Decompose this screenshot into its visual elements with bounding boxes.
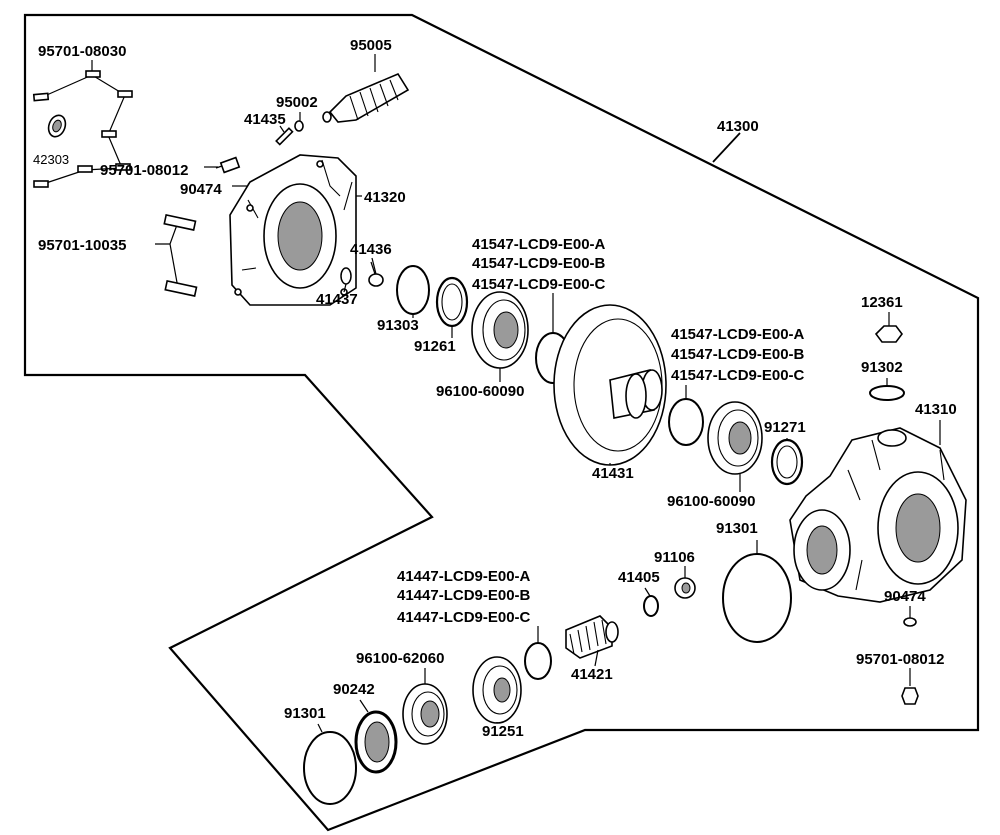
label-96100-60090-lower: 96100-60090 <box>667 493 755 510</box>
clip-95002 <box>294 120 304 132</box>
pin-41435 <box>275 127 294 146</box>
label-91271: 91271 <box>764 419 806 436</box>
label-91301-right: 91301 <box>716 520 758 537</box>
label-91301-left: 91301 <box>284 705 326 722</box>
label-90474-lower: 90474 <box>884 588 926 605</box>
shim-41547-lower <box>668 398 704 446</box>
oil-seal-42303 <box>47 114 67 138</box>
assembly-boundary <box>23 13 980 832</box>
label-91303: 91303 <box>377 317 419 334</box>
label-12361: 12361 <box>861 294 903 311</box>
o-ring-91303 <box>396 265 430 315</box>
o-ring-91301-right <box>722 553 792 643</box>
label-91302: 91302 <box>861 359 903 376</box>
leader-41300 <box>712 132 741 163</box>
label-96100-60090-upper: 96100-60090 <box>436 383 524 400</box>
seal-91261 <box>435 276 469 328</box>
label-91251: 91251 <box>482 723 524 740</box>
seal-91251 <box>472 656 522 724</box>
label-41405: 41405 <box>618 569 660 586</box>
label-90242: 90242 <box>333 681 375 698</box>
label-41435: 41435 <box>244 111 286 128</box>
label-91261: 91261 <box>414 338 456 355</box>
label-41300: 41300 <box>717 118 759 135</box>
o-ring-91302 <box>869 385 905 401</box>
drive-pinion-41421 <box>565 615 619 659</box>
label-41547-lower-B: 41547-LCD9-E00-B <box>671 346 805 363</box>
boot-95005 <box>322 72 410 123</box>
label-41436: 41436 <box>350 241 392 258</box>
label-95701-08012-upper: 95701-08012 <box>100 162 188 179</box>
leader-lines <box>204 54 941 733</box>
label-41547-upper-A: 41547-LCD9-E00-A <box>472 236 606 253</box>
label-41447-A: 41447-LCD9-E00-A <box>397 568 531 585</box>
label-96100-62060: 96100-62060 <box>356 650 444 667</box>
bolt-95701-08012-lower <box>901 668 919 705</box>
seal-91271 <box>770 438 804 486</box>
cap-12361 <box>874 312 903 343</box>
bearing-91106 <box>674 577 696 599</box>
label-95701-08030: 95701-08030 <box>38 43 126 60</box>
housing-cover-41320 <box>229 154 357 306</box>
label-41320: 41320 <box>364 189 406 206</box>
bolt-group-95701-08030 <box>32 60 133 188</box>
part-labels: 95701-08030 42303 95701-08012 90474 9570… <box>33 37 957 740</box>
label-41547-upper-C: 41547-LCD9-E00-C <box>472 276 606 293</box>
bolts-95701-10035 <box>155 214 198 297</box>
label-90474-upper: 90474 <box>180 181 222 198</box>
bolt-95701-08012-upper <box>215 156 241 174</box>
label-95005: 95005 <box>350 37 392 54</box>
o-ring-91301-left <box>303 731 357 805</box>
label-41547-upper-B: 41547-LCD9-E00-B <box>472 255 606 272</box>
label-91106: 91106 <box>654 549 695 566</box>
bearing-96100-60090-lower <box>707 401 763 475</box>
snap-ring-41405 <box>643 595 659 617</box>
label-41431: 41431 <box>592 465 634 482</box>
shim-41447 <box>524 642 552 680</box>
label-41310: 41310 <box>915 401 957 418</box>
label-95002: 95002 <box>276 94 318 111</box>
label-95701-08012-lower: 95701-08012 <box>856 651 944 668</box>
differential-housing-41310 <box>789 427 967 603</box>
label-41421: 41421 <box>571 666 613 683</box>
bearing-96100-62060 <box>402 683 448 745</box>
bearing-96100-60090-upper <box>471 291 529 369</box>
washer-90474-lower <box>903 617 917 627</box>
label-41547-lower-C: 41547-LCD9-E00-C <box>671 367 805 384</box>
nut-90242 <box>354 710 398 774</box>
label-41447-C: 41447-LCD9-E00-C <box>397 609 531 626</box>
label-95701-10035: 95701-10035 <box>38 237 126 254</box>
ring-gear-41431 <box>553 304 667 466</box>
label-41437: 41437 <box>316 291 358 308</box>
label-42303: 42303 <box>33 152 69 167</box>
label-41547-lower-A: 41547-LCD9-E00-A <box>671 326 805 343</box>
label-41447-B: 41447-LCD9-E00-B <box>397 587 531 604</box>
